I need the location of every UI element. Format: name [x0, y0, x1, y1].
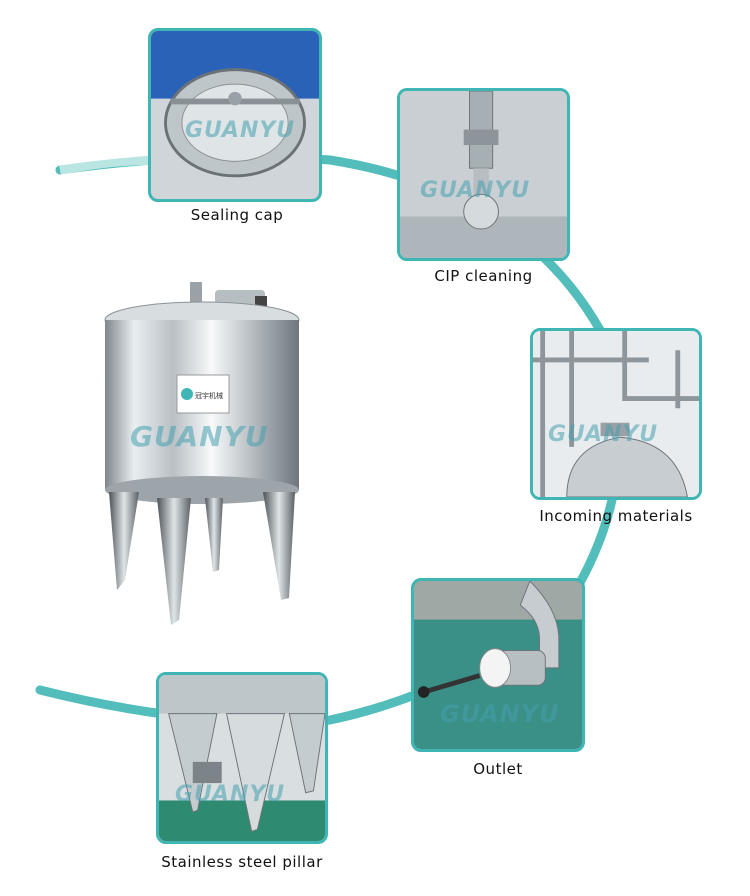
caption-stainless-steel-pillar: Stainless steel pillar	[161, 853, 323, 871]
incoming-materials-photo	[530, 328, 702, 500]
mixing-tank-illustration: 冠宇机械	[104, 282, 300, 625]
tank-label-text: 冠宇机械	[195, 391, 223, 400]
caption-incoming-materials: Incoming materials	[539, 507, 693, 525]
caption-cip-cleaning: CIP cleaning	[434, 267, 533, 285]
sealing-cap-photo	[148, 28, 322, 202]
cip-cleaning-photo	[397, 88, 570, 261]
caption-sealing-cap: Sealing cap	[190, 206, 284, 224]
stainless-steel-pillar-photo	[156, 672, 328, 844]
caption-outlet: Outlet	[473, 760, 523, 778]
outlet-photo	[411, 578, 585, 752]
